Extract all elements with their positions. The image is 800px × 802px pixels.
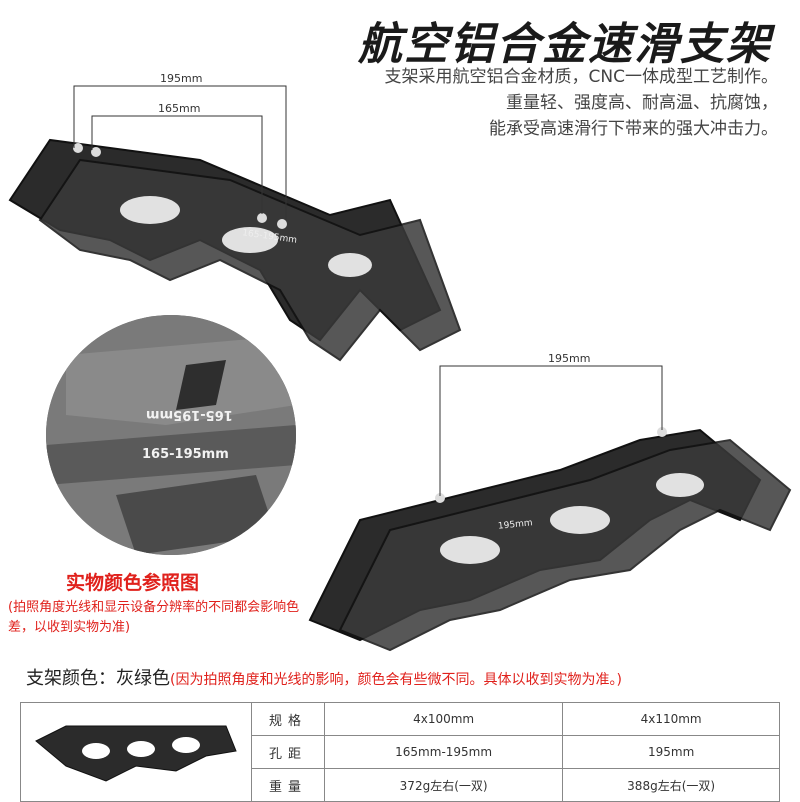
table-row: 重量 372g左右(一双) 388g左右(一双): [21, 768, 780, 802]
zoom-label-lower: 165-195mm: [142, 447, 229, 462]
frame-thumbnail-cell: [20, 702, 252, 802]
spec-value: 372g左右(一双): [323, 768, 564, 802]
spec-value: 195mm: [562, 735, 780, 769]
dimension-label-165: 165mm: [158, 102, 201, 115]
description-line: 支架采用航空铝合金材质，CNC一体成型工艺制作。: [384, 67, 778, 87]
zoom-label-upper: 165-195mm: [146, 407, 233, 422]
frame-color-remark: (因为拍照角度和光线的影响，颜色会有些微不同。具体以收到实物为准。): [170, 672, 622, 688]
bottom-frame-image: [308, 365, 792, 652]
color-disclaimer: (拍照角度光线和显示设备分辨率的不同都会影响色差，以收到实物为准): [8, 600, 300, 635]
zoom-detail-image: 165-195mm 165-195mm: [46, 315, 296, 555]
page-title: 航空铝合金速滑支架: [358, 19, 772, 70]
table-row: 孔距 165mm-195mm 195mm: [21, 735, 780, 769]
spec-value: 4x100mm: [323, 702, 564, 736]
frame-illustrations: [8, 85, 792, 652]
frame-thumbnail: [35, 725, 237, 782]
frame-color-label: 支架颜色：: [26, 668, 116, 689]
product-description: 支架采用航空铝合金材质，CNC一体成型工艺制作。 重量轻、强度高、耐高温、抗腐蚀…: [385, 64, 778, 142]
color-reference-title: 实物颜色参照图: [66, 572, 200, 594]
frame-color-line: 支架颜色：灰绿色(因为拍照角度和光线的影响，颜色会有些微不同。具体以收到实物为准…: [26, 664, 622, 690]
description-line: 能承受高速滑行下带来的强大冲击力。: [489, 119, 778, 139]
spec-value: 165mm-195mm: [323, 735, 564, 769]
spec-label: 孔距: [251, 735, 325, 769]
description-line: 重量轻、强度高、耐高温、抗腐蚀，: [506, 93, 778, 113]
spec-label: 重量: [251, 768, 325, 802]
dimension-label-195-right: 195mm: [548, 352, 591, 365]
spec-value: 388g左右(一双): [562, 768, 780, 802]
table-row: 规格 4x100mm 4x110mm: [20, 702, 780, 802]
dimension-label-195: 195mm: [160, 72, 203, 85]
frame-color-value: 灰绿色: [116, 668, 170, 689]
spec-value: 4x110mm: [562, 702, 780, 736]
top-frame-image: [8, 85, 462, 362]
spec-table: 规格 4x100mm 4x110mm 孔距 165mm-195mm 195mm …: [20, 702, 780, 802]
spec-label: 规格: [251, 702, 325, 736]
